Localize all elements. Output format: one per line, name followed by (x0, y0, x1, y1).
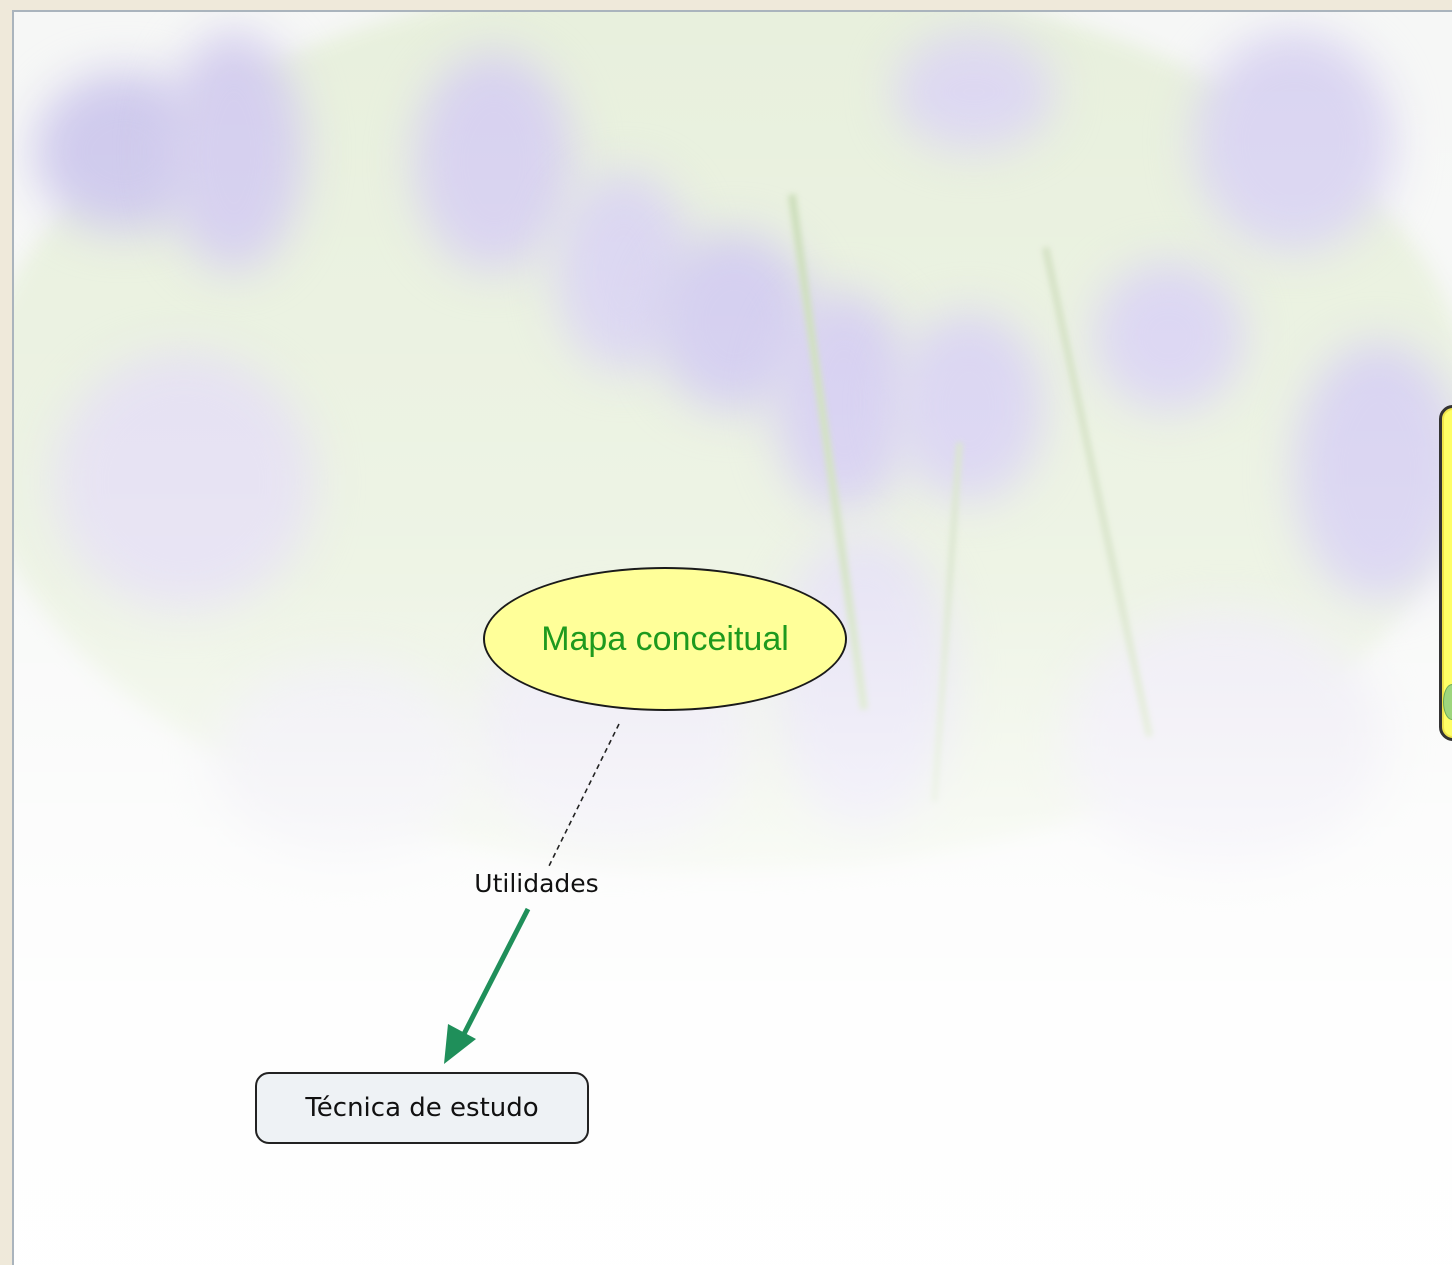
link-line-arrow (461, 907, 531, 1036)
concept-node-child[interactable]: Técnica de estudo (255, 1072, 589, 1144)
link-line-dashed (547, 723, 620, 869)
arrowhead-icon (444, 1024, 476, 1064)
background-image (14, 12, 1452, 1265)
concept-node-child-label: Técnica de estudo (305, 1093, 539, 1123)
concept-node-main[interactable]: Mapa conceitual (483, 567, 847, 711)
concept-map-canvas: Mapa conceitual Utilidades Técnica de es… (12, 10, 1452, 1265)
concept-node-main-label: Mapa conceitual (541, 619, 789, 658)
link-label[interactable]: Utilidades (474, 869, 599, 898)
links-layer (444, 723, 620, 1064)
